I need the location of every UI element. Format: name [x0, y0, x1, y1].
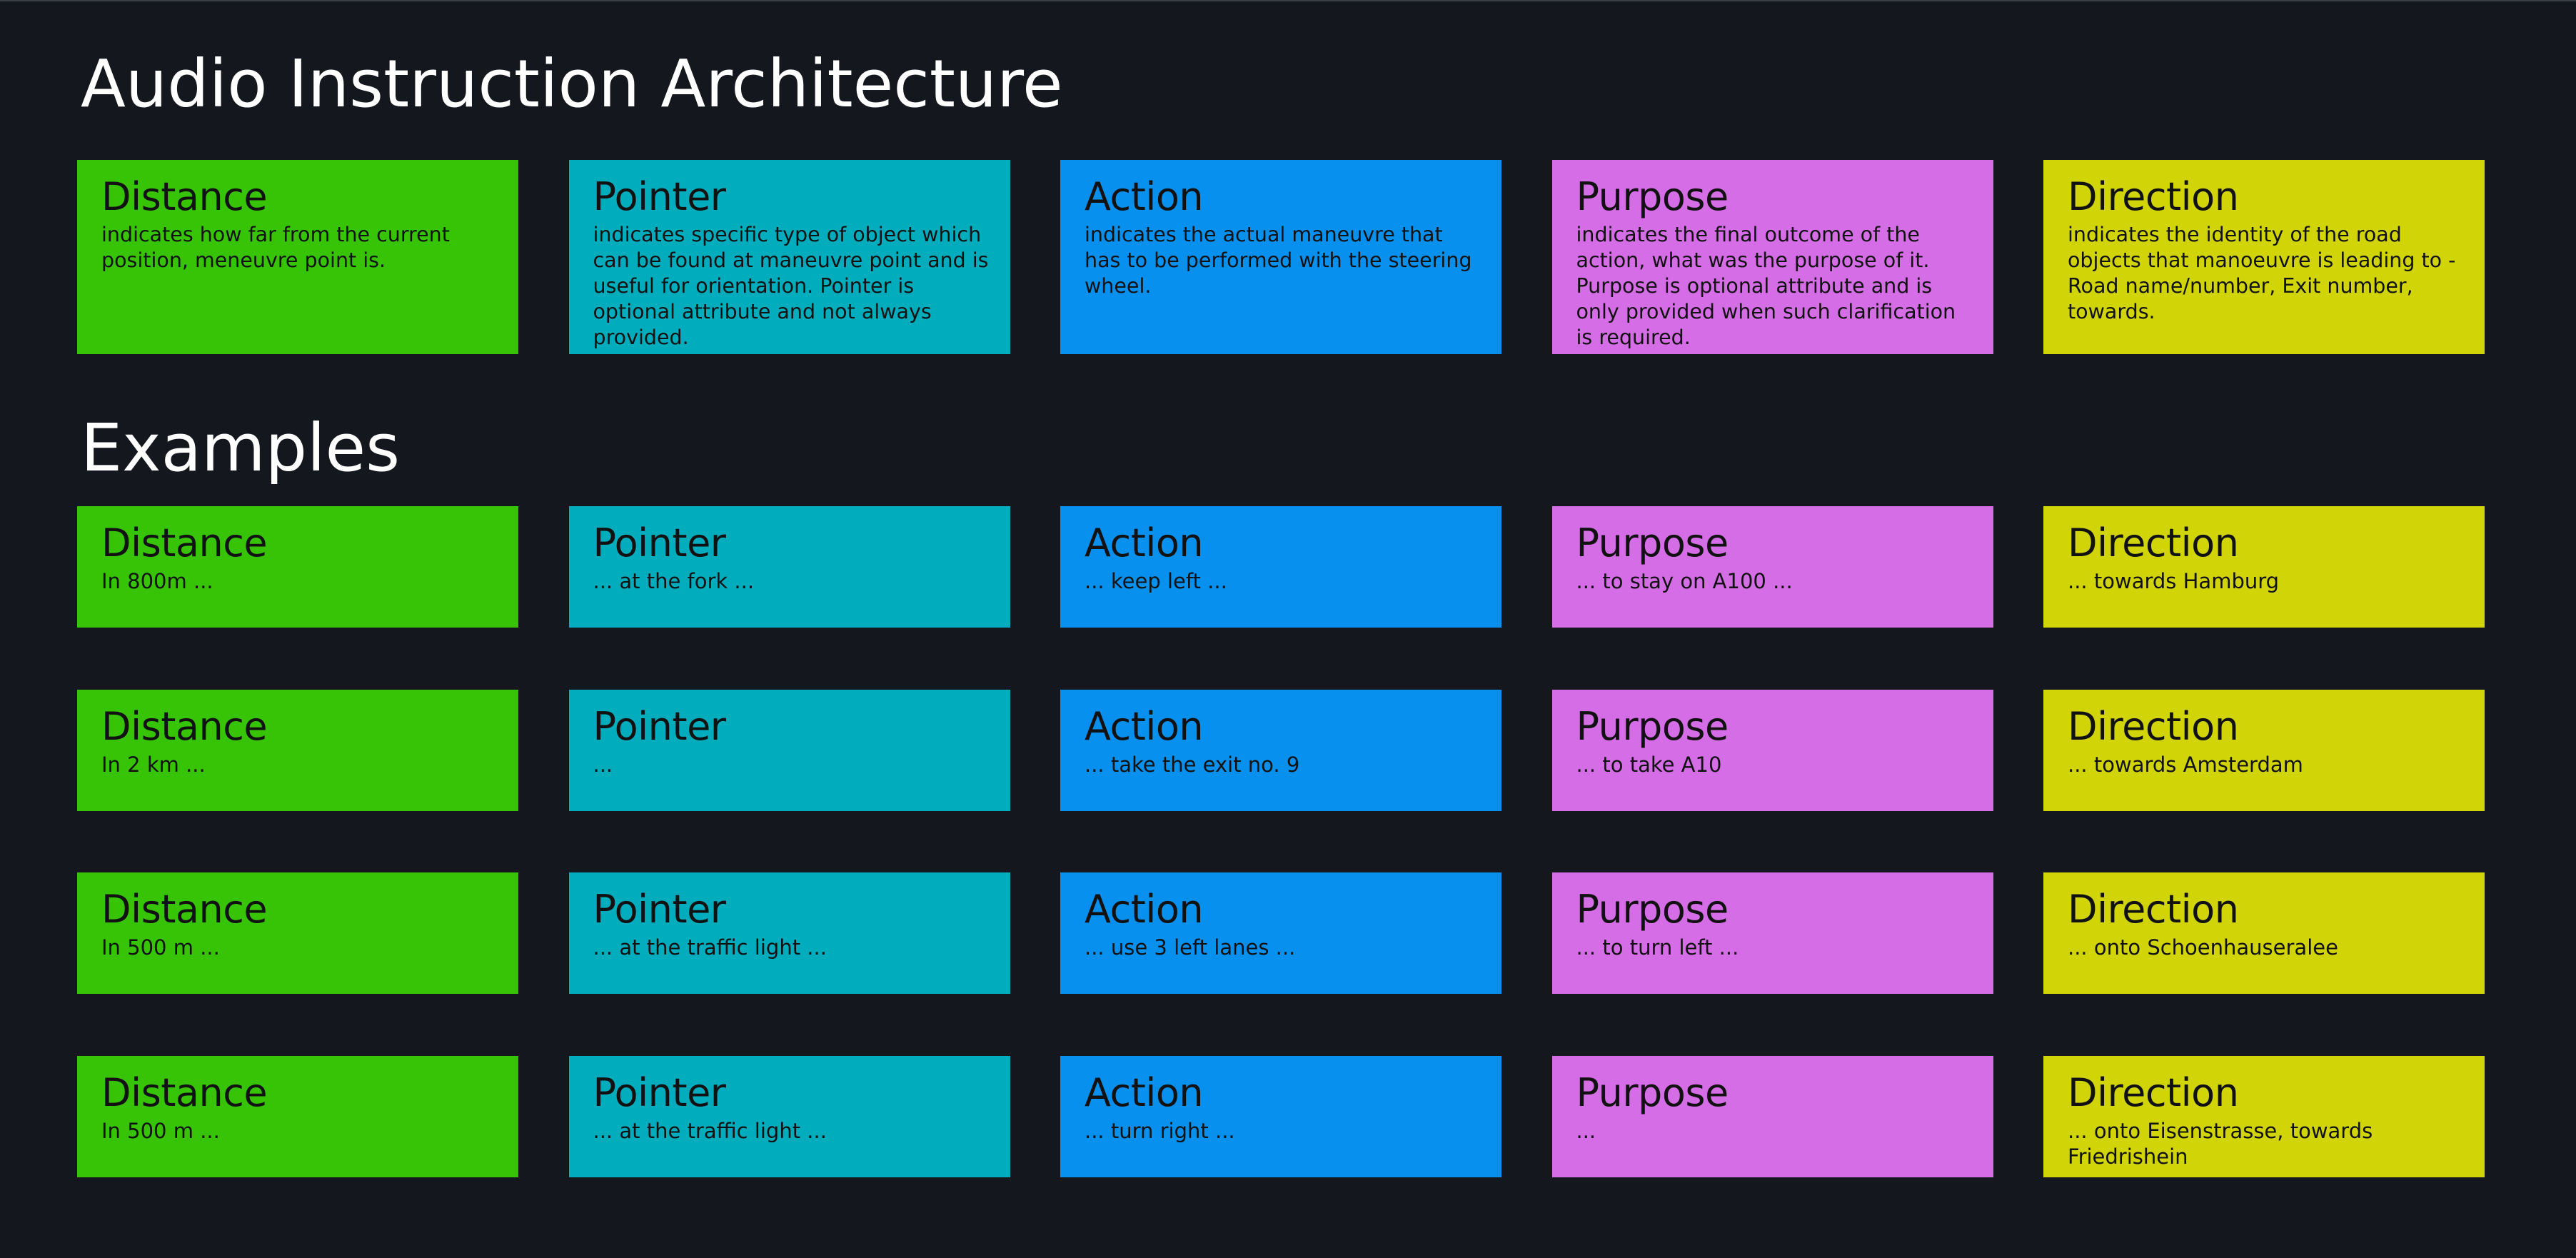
top-divider — [0, 0, 2576, 1]
card-description: indicates the final outcome of the actio… — [1576, 223, 1956, 350]
card-example-text: In 800m ... — [101, 569, 213, 594]
example-row-1: Distance In 800m ... Pointer ... at the … — [77, 506, 2485, 628]
example-card-purpose: Purpose ... to turn left ... — [1551, 872, 1993, 994]
example-card-pointer: Pointer ... at the traffic light ... — [568, 1056, 1010, 1177]
card-title: Action — [1085, 174, 1204, 219]
architecture-card-distance: Distance indicates how far from the curr… — [77, 160, 518, 354]
card-title: Pointer — [593, 1070, 727, 1115]
card-example-text: ... at the traffic light ... — [593, 1119, 827, 1144]
card-example-text: ... turn right ... — [1085, 1119, 1235, 1144]
card-example-text: ... to take A10 — [1576, 753, 1722, 778]
example-row-3: Distance In 500 m ... Pointer ... at the… — [77, 872, 2485, 994]
example-card-pointer: Pointer ... at the traffic light ... — [568, 872, 1010, 994]
card-title: Pointer — [593, 887, 727, 932]
card-example-text: ... — [1576, 1119, 1596, 1144]
card-title: Pointer — [593, 704, 727, 749]
example-card-action: Action ... take the exit no. 9 — [1060, 690, 1501, 811]
example-row-2: Distance In 2 km ... Pointer ... Action … — [77, 690, 2485, 811]
card-title: Distance — [101, 887, 268, 932]
example-card-action: Action ... turn right ... — [1060, 1056, 1501, 1177]
example-card-direction: Direction ... towards Hamburg — [2043, 506, 2485, 628]
card-description: indicates the actual maneuvre that has t… — [1085, 223, 1472, 298]
card-description: indicates how far from the current posit… — [101, 223, 450, 273]
card-title: Purpose — [1576, 887, 1729, 932]
card-title: Pointer — [593, 520, 727, 565]
card-example-text: ... onto Schoenhauseralee — [2068, 935, 2338, 960]
card-title: Distance — [101, 704, 268, 749]
card-title: Direction — [2068, 1070, 2239, 1115]
card-example-text: ... towards Amsterdam — [2068, 753, 2303, 778]
card-example-text: In 500 m ... — [101, 1119, 220, 1144]
card-title: Distance — [101, 520, 268, 565]
card-title: Purpose — [1576, 1070, 1729, 1115]
card-example-text: ... onto Eisenstrasse, towards Friedrish… — [2068, 1119, 2373, 1169]
architecture-card-action: Action indicates the actual maneuvre tha… — [1060, 160, 1501, 354]
example-card-distance: Distance In 800m ... — [77, 506, 518, 628]
example-card-distance: Distance In 500 m ... — [77, 1056, 518, 1177]
card-example-text: ... at the traffic light ... — [593, 935, 827, 960]
example-card-direction: Direction ... onto Eisenstrasse, towards… — [2043, 1056, 2485, 1177]
card-title: Purpose — [1576, 520, 1729, 565]
architecture-card-direction: Direction indicates the identity of the … — [2043, 160, 2485, 354]
architecture-card-pointer: Pointer indicates specific type of objec… — [568, 160, 1010, 354]
example-card-action: Action ... use 3 left lanes ... — [1060, 872, 1501, 994]
card-example-text: ... to stay on A100 ... — [1576, 569, 1793, 594]
card-title: Distance — [101, 174, 268, 219]
card-example-text: In 500 m ... — [101, 935, 220, 960]
card-example-text: In 2 km ... — [101, 753, 206, 778]
card-example-text: ... to turn left ... — [1576, 935, 1739, 960]
example-card-distance: Distance In 500 m ... — [77, 872, 518, 994]
card-title: Direction — [2068, 520, 2239, 565]
architecture-card-purpose: Purpose indicates the final outcome of t… — [1551, 160, 1993, 354]
card-title: Action — [1085, 704, 1204, 749]
card-title: Distance — [101, 1070, 268, 1115]
example-card-purpose: Purpose ... — [1551, 1056, 1993, 1177]
example-card-action: Action ... keep left ... — [1060, 506, 1501, 628]
card-example-text: ... keep left ... — [1085, 569, 1227, 594]
architecture-title: Audio Instruction Architecture — [81, 46, 1063, 122]
example-card-purpose: Purpose ... to take A10 — [1551, 690, 1993, 811]
card-title: Action — [1085, 520, 1204, 565]
example-card-pointer: Pointer ... at the fork ... — [568, 506, 1010, 628]
example-row-4: Distance In 500 m ... Pointer ... at the… — [77, 1056, 2485, 1177]
card-title: Pointer — [593, 174, 727, 219]
card-title: Direction — [2068, 704, 2239, 749]
card-example-text: ... take the exit no. 9 — [1085, 753, 1300, 778]
card-title: Direction — [2068, 174, 2239, 219]
card-title: Direction — [2068, 887, 2239, 932]
card-title: Action — [1085, 1070, 1204, 1115]
card-title: Purpose — [1576, 174, 1729, 219]
card-example-text: ... towards Hamburg — [2068, 569, 2280, 594]
example-card-pointer: Pointer ... — [568, 690, 1010, 811]
card-description: indicates the identity of the road objec… — [2068, 223, 2456, 324]
example-card-purpose: Purpose ... to stay on A100 ... — [1551, 506, 1993, 628]
card-description: indicates specific type of object which … — [593, 223, 989, 350]
example-card-direction: Direction ... towards Amsterdam — [2043, 690, 2485, 811]
card-title: Action — [1085, 887, 1204, 932]
card-title: Purpose — [1576, 704, 1729, 749]
architecture-row: Distance indicates how far from the curr… — [77, 160, 2485, 354]
example-card-direction: Direction ... onto Schoenhauseralee — [2043, 872, 2485, 994]
example-card-distance: Distance In 2 km ... — [77, 690, 518, 811]
examples-title: Examples — [81, 410, 401, 486]
card-example-text: ... use 3 left lanes ... — [1085, 935, 1296, 960]
card-example-text: ... at the fork ... — [593, 569, 755, 594]
card-example-text: ... — [593, 753, 613, 778]
